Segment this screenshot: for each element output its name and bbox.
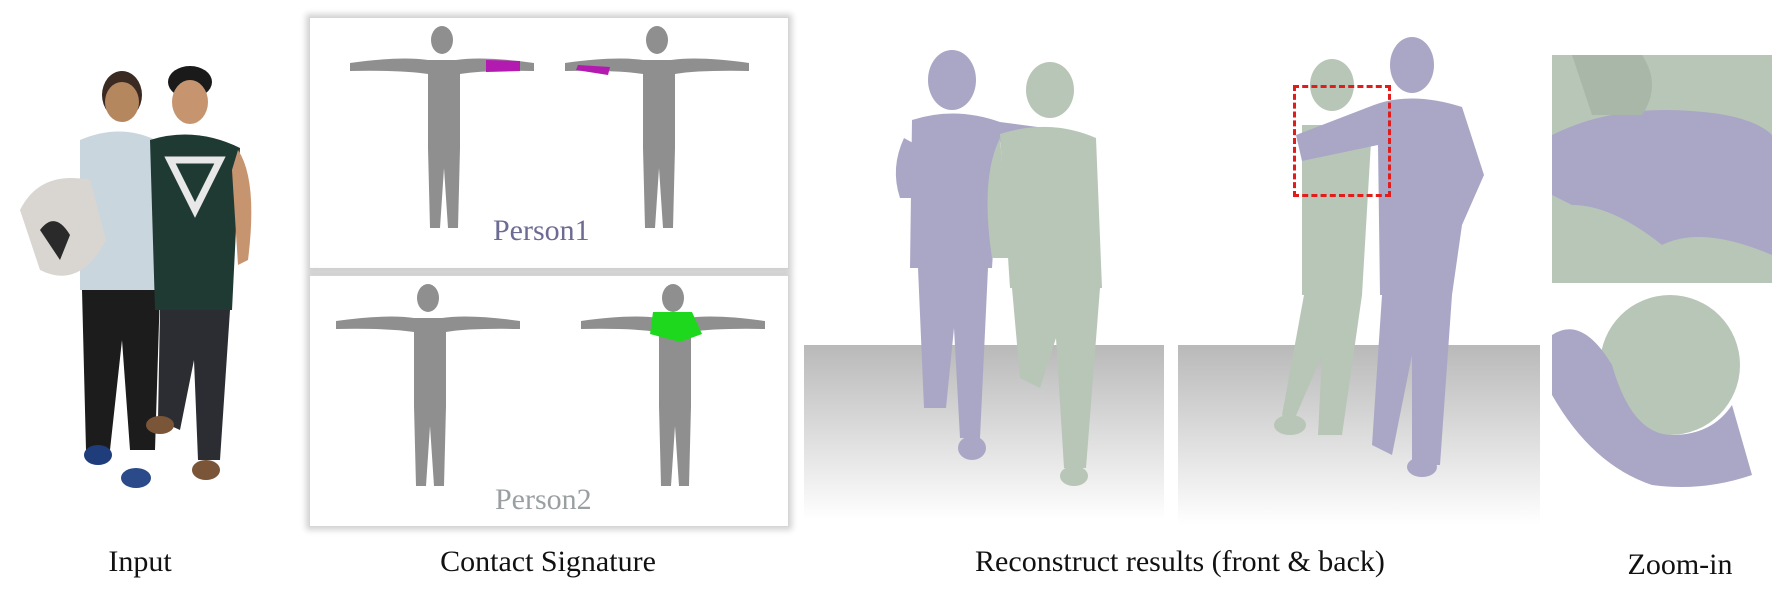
zoom-in-bottom	[1552, 285, 1772, 492]
person1-contact-arm-back	[576, 65, 610, 75]
reconstruction-back-view	[1262, 35, 1512, 495]
zoom-highlight-box	[1293, 85, 1391, 197]
person2-label: Person2	[495, 483, 592, 516]
caption-zoom-in: Zoom-in	[1627, 548, 1733, 581]
back-view-floor	[1178, 345, 1540, 525]
reconstruction-front-view	[860, 38, 1120, 498]
input-photo	[10, 60, 280, 520]
contact-panel-person2: Person2	[309, 275, 789, 527]
person1-label: Person1	[493, 214, 590, 247]
zoom-in-top	[1552, 55, 1772, 283]
caption-reconstruct-results: Reconstruct results (front & back)	[975, 545, 1385, 578]
person1-contact-arm-front	[486, 60, 520, 72]
contact-panel-person1: Person1	[309, 17, 789, 269]
caption-input: Input	[108, 545, 172, 578]
front-view-floor	[804, 345, 1164, 520]
person2-body-views	[336, 284, 765, 486]
person2-contact-back	[650, 312, 702, 342]
person1-body-views	[350, 26, 749, 228]
caption-contact-signature: Contact Signature	[440, 545, 656, 578]
